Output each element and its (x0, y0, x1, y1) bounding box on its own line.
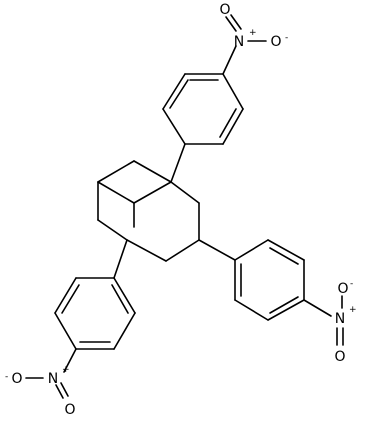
bond (113, 239, 128, 279)
bond (234, 299, 269, 321)
bond (63, 348, 77, 373)
minus-charge: - (350, 279, 353, 289)
bond (267, 239, 305, 261)
bond (133, 160, 172, 183)
bond (222, 45, 237, 75)
plus-charge: + (62, 365, 70, 375)
bond (222, 73, 244, 110)
oxygen-atom: O (270, 34, 281, 50)
double-bond (169, 79, 189, 109)
bond (54, 277, 77, 314)
nitro-group-right: N + O - O (334, 279, 356, 365)
minus-charge: - (5, 372, 8, 382)
n-o-bond (225, 16, 237, 32)
bond (162, 108, 186, 145)
bond (54, 312, 77, 350)
bond (303, 299, 332, 317)
bond (267, 299, 305, 321)
nitro-group-top: N + O O - (219, 2, 288, 50)
nitrogen-atom: N (335, 311, 345, 327)
nitrogen-atom: N (234, 34, 244, 50)
nitrogen-atom: N (48, 371, 58, 387)
adamantane-core (97, 160, 200, 262)
bond (97, 219, 128, 241)
n-o-double-bond (230, 14, 242, 30)
bond (170, 143, 186, 183)
oxygen-atom: O (337, 281, 348, 297)
plus-charge: + (249, 28, 257, 38)
oxygen-atom: O (219, 2, 230, 18)
bond (133, 181, 172, 204)
bond (170, 181, 200, 204)
oxygen-atom: O (11, 371, 22, 387)
bond (97, 160, 135, 183)
nitro-group-bottom: N + - O O (5, 365, 76, 418)
nitrophenyl-ring-bottom (54, 239, 136, 373)
double-bond (111, 284, 129, 314)
n-o-double-bond (60, 382, 69, 397)
oxygen-atom: O (334, 349, 345, 365)
double-bond (219, 108, 237, 138)
double-bond (61, 284, 80, 314)
bond (113, 312, 136, 350)
n-o-double-bond (55, 384, 64, 399)
oxygen-atom: O (64, 402, 75, 418)
bond (113, 277, 136, 314)
nitrophenyl-ring-right (198, 239, 332, 321)
bond (222, 108, 244, 145)
nitrophenyl-ring-top (162, 45, 244, 183)
plus-charge: + (349, 305, 357, 315)
bond (165, 239, 200, 262)
minus-charge: - (285, 33, 288, 43)
bond (198, 239, 236, 261)
double-bond (269, 296, 299, 314)
bond (234, 239, 269, 261)
double-bond (269, 247, 299, 265)
bond (162, 73, 186, 110)
bond (126, 239, 167, 262)
bond (97, 181, 135, 204)
